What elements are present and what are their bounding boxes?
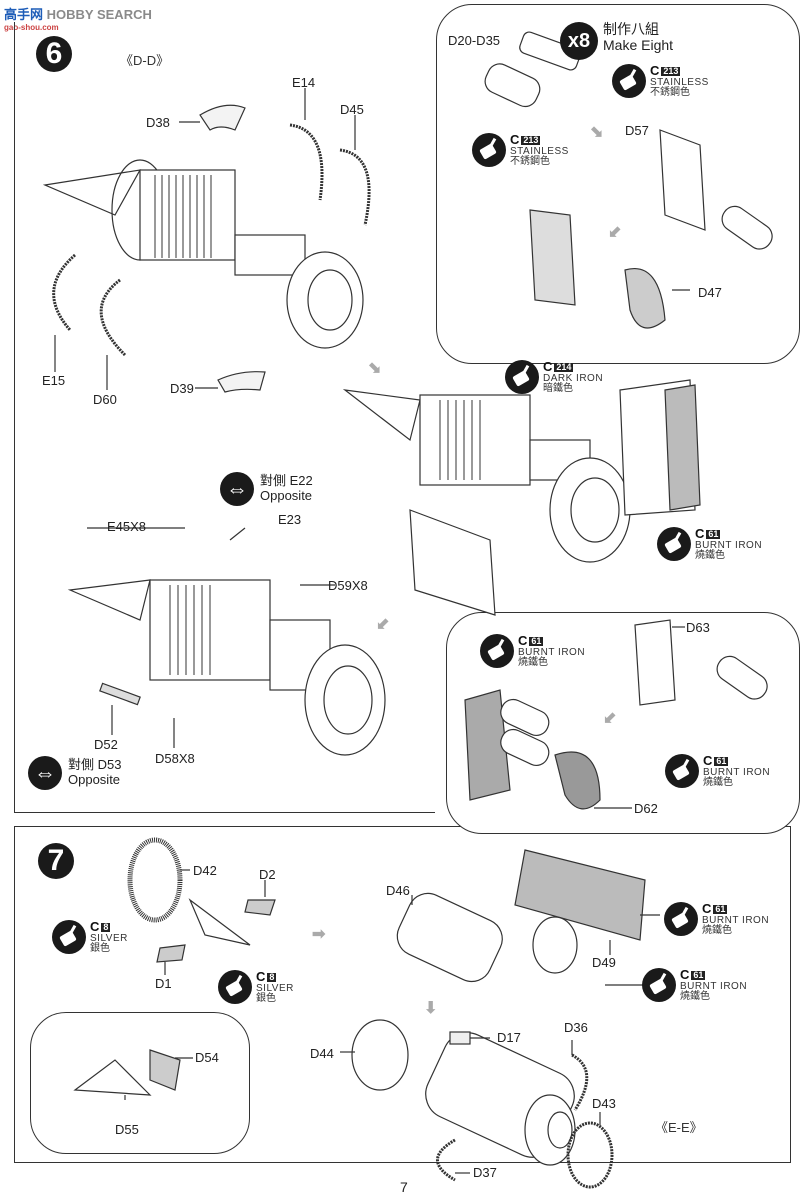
part-label-d57: D57 bbox=[625, 123, 649, 138]
part-label-d60: D60 bbox=[93, 392, 117, 407]
cone-drawing bbox=[73, 837, 276, 1100]
part-label-d39: D39 bbox=[170, 381, 194, 396]
part-label-d62: D62 bbox=[634, 801, 658, 816]
part-label-d43: D43 bbox=[592, 1096, 616, 1111]
direction-arrow-icon: ⬊ bbox=[368, 360, 382, 377]
part-label-d59x8: D59X8 bbox=[328, 578, 368, 593]
can-detail-drawing bbox=[464, 619, 768, 810]
step7-frame bbox=[14, 826, 791, 1163]
paint-brush-icon bbox=[480, 634, 514, 668]
direction-arrow-icon: ➡ bbox=[312, 926, 326, 943]
step-number-7: 7 bbox=[38, 843, 74, 879]
part-label-d37: D37 bbox=[473, 1165, 497, 1180]
exhaust-drawing bbox=[340, 1019, 614, 1189]
watermark-cn: 高手网 bbox=[4, 7, 44, 22]
paint-brush-icon bbox=[664, 902, 698, 936]
watermark-en: HOBBY SEARCH bbox=[46, 7, 152, 22]
part-label-d45: D45 bbox=[340, 102, 364, 117]
direction-arrow-icon: ⬇ bbox=[424, 1000, 438, 1017]
direction-arrow-icon: ⬋ bbox=[603, 710, 617, 727]
paint-brush-icon bbox=[505, 360, 539, 394]
part-label-d44: D44 bbox=[310, 1046, 334, 1061]
part-label-e14: E14 bbox=[292, 75, 316, 90]
combustor-can-drawing bbox=[484, 31, 773, 329]
nozzle-drawing bbox=[396, 849, 660, 986]
step7-detail-bubble bbox=[30, 1012, 250, 1154]
direction-arrow-icon: ⬊ bbox=[590, 124, 604, 141]
engine-top-drawing bbox=[42, 159, 364, 349]
part-label-d36: D36 bbox=[564, 1020, 588, 1035]
part-label-d55: D55 bbox=[115, 1122, 139, 1137]
paint-brush-icon bbox=[612, 64, 646, 98]
watermark-domain: gao-shou.com bbox=[4, 23, 59, 32]
paint-brush-icon bbox=[52, 920, 86, 954]
step-number-6: 6 bbox=[36, 36, 72, 72]
engine-mid-drawing bbox=[342, 379, 701, 616]
paint-brush-icon bbox=[657, 527, 691, 561]
part-label-d46: D46 bbox=[386, 883, 410, 898]
part-label-d52: D52 bbox=[94, 737, 118, 752]
make-eight-count: x8 bbox=[567, 30, 591, 52]
part-label-d20-d35: D20-D35 bbox=[448, 33, 501, 48]
part-label-d1: D1 bbox=[155, 976, 172, 991]
double-arrow-icon: ⇔ bbox=[28, 756, 62, 790]
part-label-d47: D47 bbox=[698, 285, 722, 300]
part-label-d63: D63 bbox=[686, 620, 710, 635]
double-arrow-icon: ⇔ bbox=[220, 472, 254, 506]
part-label-d2: D2 bbox=[259, 867, 276, 882]
part-label-d49: D49 bbox=[592, 955, 616, 970]
paint-brush-icon bbox=[665, 754, 699, 788]
part-label-d42: D42 bbox=[193, 863, 217, 878]
part-label-d38: D38 bbox=[146, 115, 170, 130]
make-eight-zh: 制作八組 bbox=[603, 21, 659, 37]
part-label-e23: E23 bbox=[278, 512, 302, 527]
section-view-ee: 《E-E》 bbox=[655, 1120, 703, 1135]
section-view-dd: 《D-D》 bbox=[120, 53, 170, 68]
step6-frame bbox=[14, 22, 435, 813]
part-label-d54: D54 bbox=[195, 1050, 219, 1065]
direction-arrow-icon: ⬋ bbox=[608, 224, 622, 241]
paint-brush-icon bbox=[218, 970, 252, 1004]
make-eight-en: Make Eight bbox=[603, 37, 674, 53]
engine-bottom-drawing bbox=[67, 527, 386, 756]
site-watermark: 高手网 HOBBY SEARCH gao-shou.com bbox=[4, 4, 152, 32]
make-eight-badge: x8 bbox=[560, 22, 598, 60]
part-label-e15: E15 bbox=[42, 373, 66, 388]
page-number: 7 bbox=[400, 1179, 408, 1195]
part-label-d17: D17 bbox=[497, 1030, 521, 1045]
direction-arrow-icon: ⬋ bbox=[376, 616, 390, 633]
part-label-e45x8: E45X8 bbox=[107, 519, 147, 534]
paint-brush-icon bbox=[472, 133, 506, 167]
paint-brush-icon bbox=[642, 968, 676, 1002]
part-label-d58x8: D58X8 bbox=[155, 751, 195, 766]
